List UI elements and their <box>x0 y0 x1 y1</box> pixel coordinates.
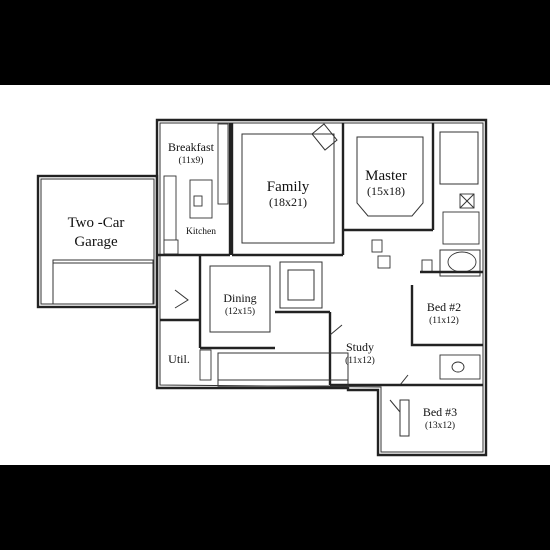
kitchen-name: Kitchen <box>186 227 216 237</box>
breakfast-size: (11x9) <box>179 155 204 166</box>
garage-name-1: Two -Car <box>68 215 125 231</box>
master-name: Master <box>365 168 407 184</box>
bed2 <box>410 270 483 380</box>
family-name: Family <box>267 179 310 195</box>
utility <box>160 289 212 381</box>
study-name: Study <box>346 340 374 354</box>
study-size: (11x12) <box>345 355 375 366</box>
garage-name-2: Garage <box>74 234 118 250</box>
floor-plan: Two -Car Garage Breakfast (11x9) Kitchen… <box>36 118 488 457</box>
family-size: (18x21) <box>269 195 307 209</box>
floor-plan-frame: Two -Car Garage Breakfast (11x9) Kitchen… <box>0 85 550 465</box>
breakfast-kitchen <box>157 123 232 257</box>
bed2-size: (11x12) <box>429 315 459 326</box>
house-outline <box>155 118 488 457</box>
dining-name: Dining <box>223 291 256 305</box>
utility-name: Util. <box>168 352 190 366</box>
study <box>328 312 409 387</box>
master-size: (15x18) <box>367 184 405 198</box>
porch <box>217 352 349 387</box>
master <box>343 123 481 277</box>
bed3-name: Bed #3 <box>423 405 457 419</box>
dining-size: (12x15) <box>225 306 255 317</box>
dining <box>198 255 330 350</box>
bed3 <box>389 383 483 437</box>
bed2-name: Bed #2 <box>427 300 461 314</box>
breakfast-name: Breakfast <box>168 140 215 154</box>
family <box>230 123 345 257</box>
bed3-size: (13x12) <box>425 420 455 431</box>
